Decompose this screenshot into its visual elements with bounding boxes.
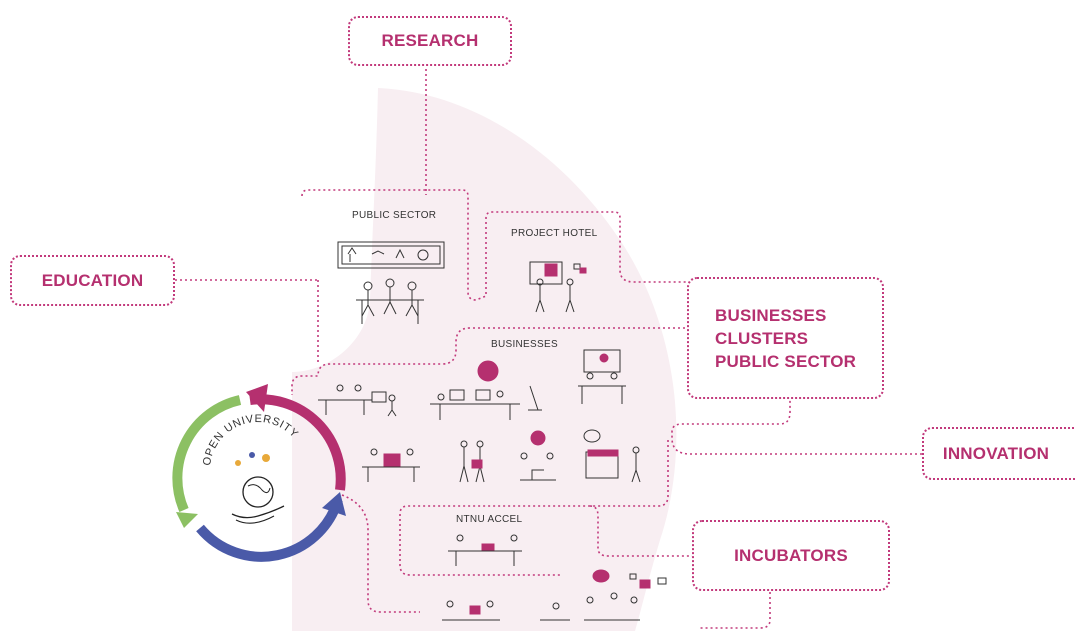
connector-ntnu: [589, 505, 692, 557]
education-label: EDUCATION: [41, 270, 144, 290]
public-sector-label: PUBLIC SECTOR: [715, 351, 857, 371]
clusters-label: CLUSTERS: [715, 328, 809, 348]
connector-innovation: [671, 400, 922, 455]
region-label-businesses: BUSINESSES: [491, 339, 558, 350]
businesses-label: BUSINESSES: [715, 305, 827, 325]
region-label-project-hotel: PROJECT HOTEL: [511, 228, 598, 239]
research-label: RESEARCH: [381, 31, 479, 50]
open-university-cycle: [172, 384, 346, 562]
connector-incubators-bottom: [700, 592, 771, 629]
region-label-public-sector: PUBLIC SECTOR: [352, 210, 437, 221]
incubators-box: INCUBATORS: [692, 520, 890, 591]
incubators-label: INCUBATORS: [734, 545, 848, 565]
innovation-label: INNOVATION: [942, 443, 1050, 463]
businesses-clusters-box: BUSINESSES CLUSTERS PUBLIC SECTOR: [687, 277, 884, 399]
background-blob: [292, 88, 677, 631]
sketch-illustrations: [318, 241, 667, 621]
connector-public-sector: [301, 189, 690, 301]
connector-businesses: [291, 327, 690, 395]
connector-cycle: [341, 494, 420, 613]
education-box: EDUCATION: [10, 255, 175, 306]
innovation-box: INNOVATION: [922, 427, 1075, 480]
research-box: RESEARCH: [348, 16, 512, 66]
region-label-ntnu-accel: NTNU ACCEL: [456, 514, 523, 525]
